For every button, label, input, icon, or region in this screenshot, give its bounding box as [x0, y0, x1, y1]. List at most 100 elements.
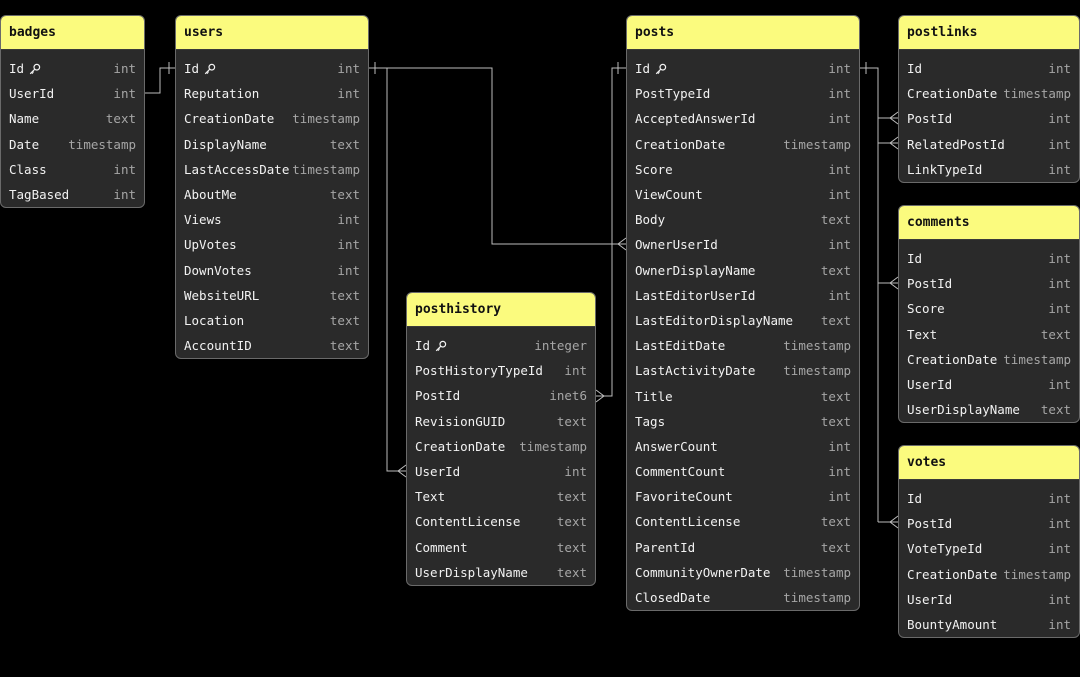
field-name: Date [9, 137, 39, 152]
field-name: LastEditDate [635, 338, 725, 353]
field-name: AcceptedAnswerId [635, 111, 755, 126]
field-name-text: ClosedDate [635, 590, 711, 606]
field-name-text: CommunityOwnerDate [635, 564, 771, 580]
field-name: AnswerCount [635, 439, 718, 454]
field-type: int [1048, 136, 1071, 152]
field-name-text: Id [907, 251, 923, 267]
field-type: text [329, 287, 360, 303]
field-type: int [1048, 591, 1071, 607]
field-name-text: BountyAmount [907, 617, 998, 633]
field-name: OwnerUserId [635, 237, 718, 252]
field-name: DisplayName [184, 137, 267, 152]
field-name-text: ParentId [635, 539, 696, 555]
field-name-text: WebsiteURL [184, 287, 260, 303]
field-type: text [556, 564, 587, 580]
field-name: VoteTypeId [907, 541, 982, 556]
field-name: Name [9, 111, 39, 126]
field-name: UserId [415, 464, 460, 479]
field-type: int [113, 61, 136, 77]
field-name-text: VoteTypeId [907, 541, 983, 557]
field-name: LastActivityDate [635, 363, 755, 378]
field-row[interactable]: WebsiteURL text [176, 283, 368, 308]
field-type: text [820, 514, 851, 530]
field-name-text: CommentCount [635, 464, 726, 480]
